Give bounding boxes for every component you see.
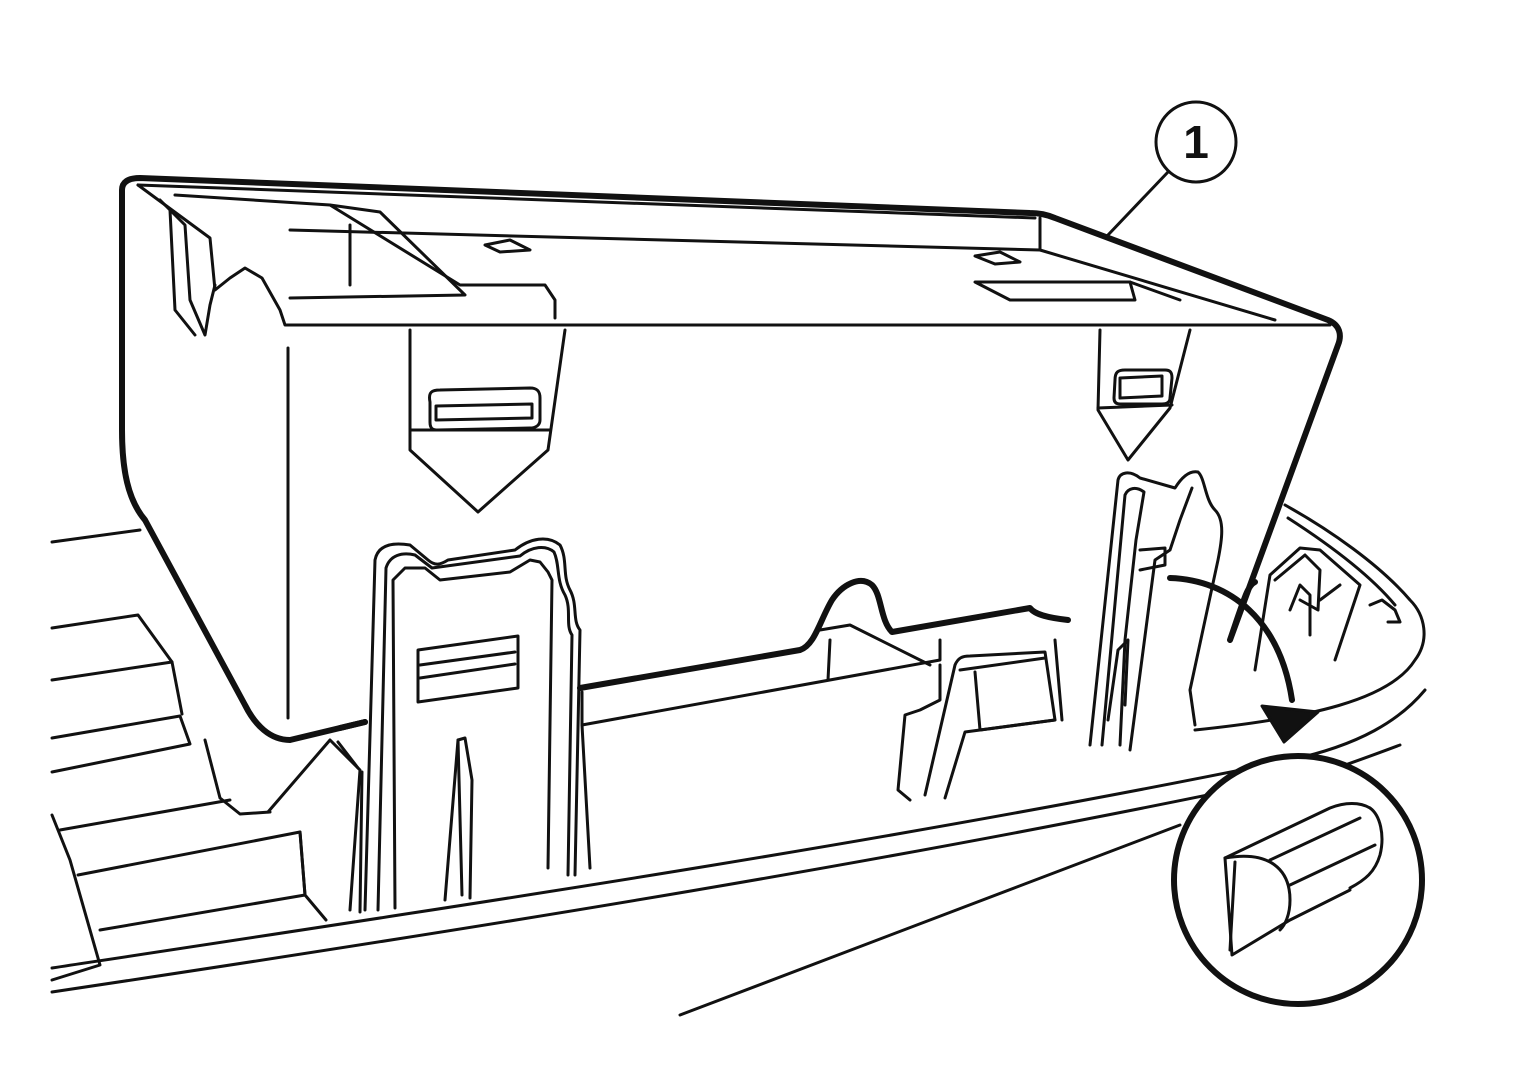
center-support-block (580, 623, 942, 870)
right-dash-edge (1193, 503, 1426, 732)
glovebox-bin (119, 175, 1343, 743)
left-mount-bracket (76, 738, 364, 932)
right-interior-blocks (923, 470, 1224, 800)
rotation-arrow-icon (1167, 575, 1320, 744)
wire-harness (337, 578, 1071, 731)
glovebox-outline (119, 175, 1343, 743)
callout-1: 1 (1106, 100, 1238, 237)
detail-magnifier (1171, 753, 1425, 1007)
callout-1-leader (1106, 170, 1170, 237)
left-stop-bracket (363, 537, 582, 912)
callout-1-number: 1 (1183, 116, 1209, 168)
callout-1-circle (1154, 100, 1238, 184)
